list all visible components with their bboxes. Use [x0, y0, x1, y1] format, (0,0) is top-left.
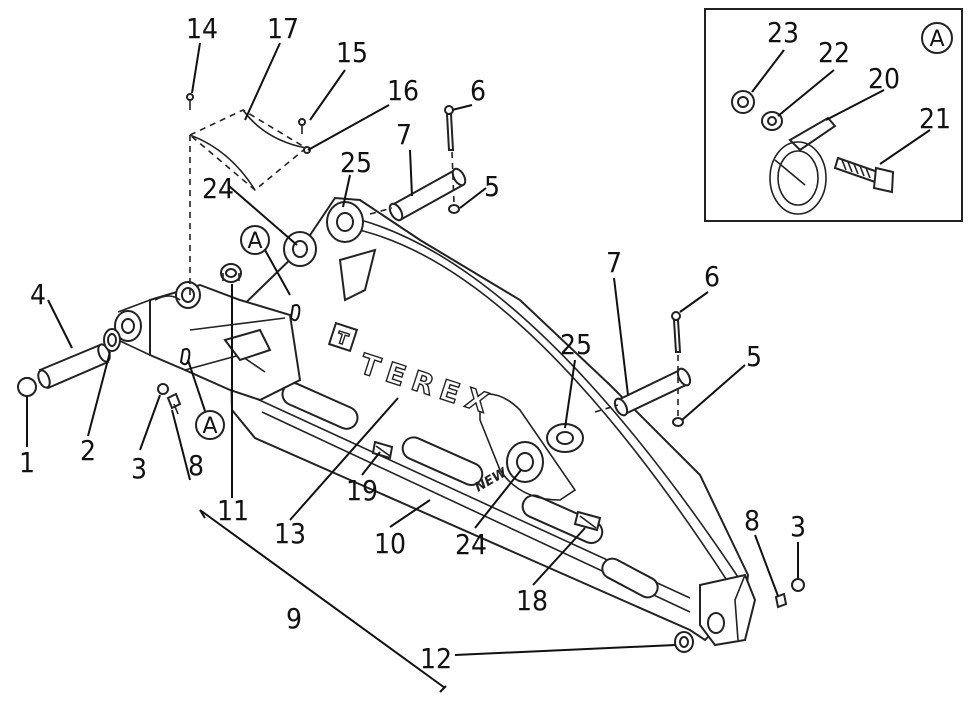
clamp-20 [769, 116, 837, 215]
callout-11: 11 [217, 494, 249, 527]
detail-a-label: A [929, 27, 944, 52]
callout-10: 10 [374, 527, 406, 560]
washer-2 [103, 328, 121, 352]
decal-18 [573, 510, 602, 532]
callout-1: 1 [19, 446, 35, 479]
nut-5-lower [672, 417, 684, 427]
screw-14 [186, 93, 194, 110]
detail-a-ref-lower: A [187, 359, 225, 440]
nut-23 [731, 90, 755, 114]
svg-text:A: A [202, 414, 217, 439]
leader-lines [26, 42, 799, 656]
callout-14: 14 [186, 12, 218, 45]
callout-7-upper: 7 [396, 118, 412, 151]
washer-22 [761, 111, 783, 131]
callout-2: 2 [80, 434, 96, 467]
callout-19: 19 [346, 474, 378, 507]
callout-4: 4 [30, 278, 46, 311]
callout-6-lower: 6 [704, 260, 720, 293]
callout-numbers: 1 2 3 4 8 11 13 9 19 10 12 24 18 25 7 6 … [19, 12, 806, 675]
boom-tip [699, 573, 757, 647]
callout-22: 22 [818, 36, 850, 69]
pivot-boss-middle [546, 423, 584, 453]
callout-5-upper: 5 [484, 170, 500, 203]
bushing-12 [674, 631, 694, 653]
pin-7-lower [613, 367, 692, 417]
callout-25-lower: 25 [560, 328, 592, 361]
callout-24-upper: 24 [202, 172, 234, 205]
slot [401, 436, 484, 487]
callout-17: 17 [267, 12, 299, 45]
callout-9: 9 [286, 602, 302, 635]
callout-20: 20 [868, 62, 900, 95]
slot [281, 382, 359, 430]
bracket-eye-left [114, 310, 142, 342]
callout-8-right: 8 [744, 504, 760, 537]
screw-15 [298, 118, 306, 134]
callout-12: 12 [420, 642, 452, 675]
callout-25-upper: 25 [340, 146, 372, 179]
bolt-6-upper [444, 105, 455, 151]
callout-13: 13 [274, 517, 306, 550]
callout-7-lower: 7 [606, 246, 622, 279]
detail-a-inset: A 23 22 20 21 [704, 8, 963, 222]
nut-5-upper [448, 204, 460, 214]
bolt-21 [833, 156, 895, 194]
callout-6-upper: 6 [470, 74, 486, 107]
svg-text:A: A [247, 229, 262, 254]
pivot-boss-upper [326, 201, 364, 243]
grease-fitting-3-left [157, 383, 169, 395]
bolt-8-left [166, 392, 182, 415]
pivot-pin-4 [37, 343, 111, 390]
bolt-6-lower [671, 311, 682, 353]
callout-3-right: 3 [790, 510, 806, 543]
callout-21: 21 [919, 102, 951, 135]
pin-7-upper [388, 167, 467, 222]
callout-24-lower: 24 [455, 528, 487, 561]
bolt-8-right [774, 592, 788, 609]
callout-8-left: 8 [188, 449, 204, 482]
callout-5-lower: 5 [746, 340, 762, 373]
pivot-boss-lower [506, 441, 544, 483]
callout-3-left: 3 [131, 452, 147, 485]
snap-ring-1 [17, 377, 37, 397]
callout-18: 18 [516, 584, 548, 617]
bracket-eye-top [175, 281, 201, 309]
slot [601, 557, 659, 599]
assembly-bracket-9 [199, 509, 447, 693]
mount-bracket [114, 281, 302, 402]
callout-15: 15 [336, 36, 368, 69]
bushing-11 [220, 263, 242, 283]
callout-23: 23 [767, 16, 799, 49]
grease-fitting-3-right [791, 578, 805, 592]
detail-a-badge [921, 22, 953, 54]
detail-a-ref-upper: A [240, 225, 291, 296]
callout-16: 16 [387, 74, 419, 107]
